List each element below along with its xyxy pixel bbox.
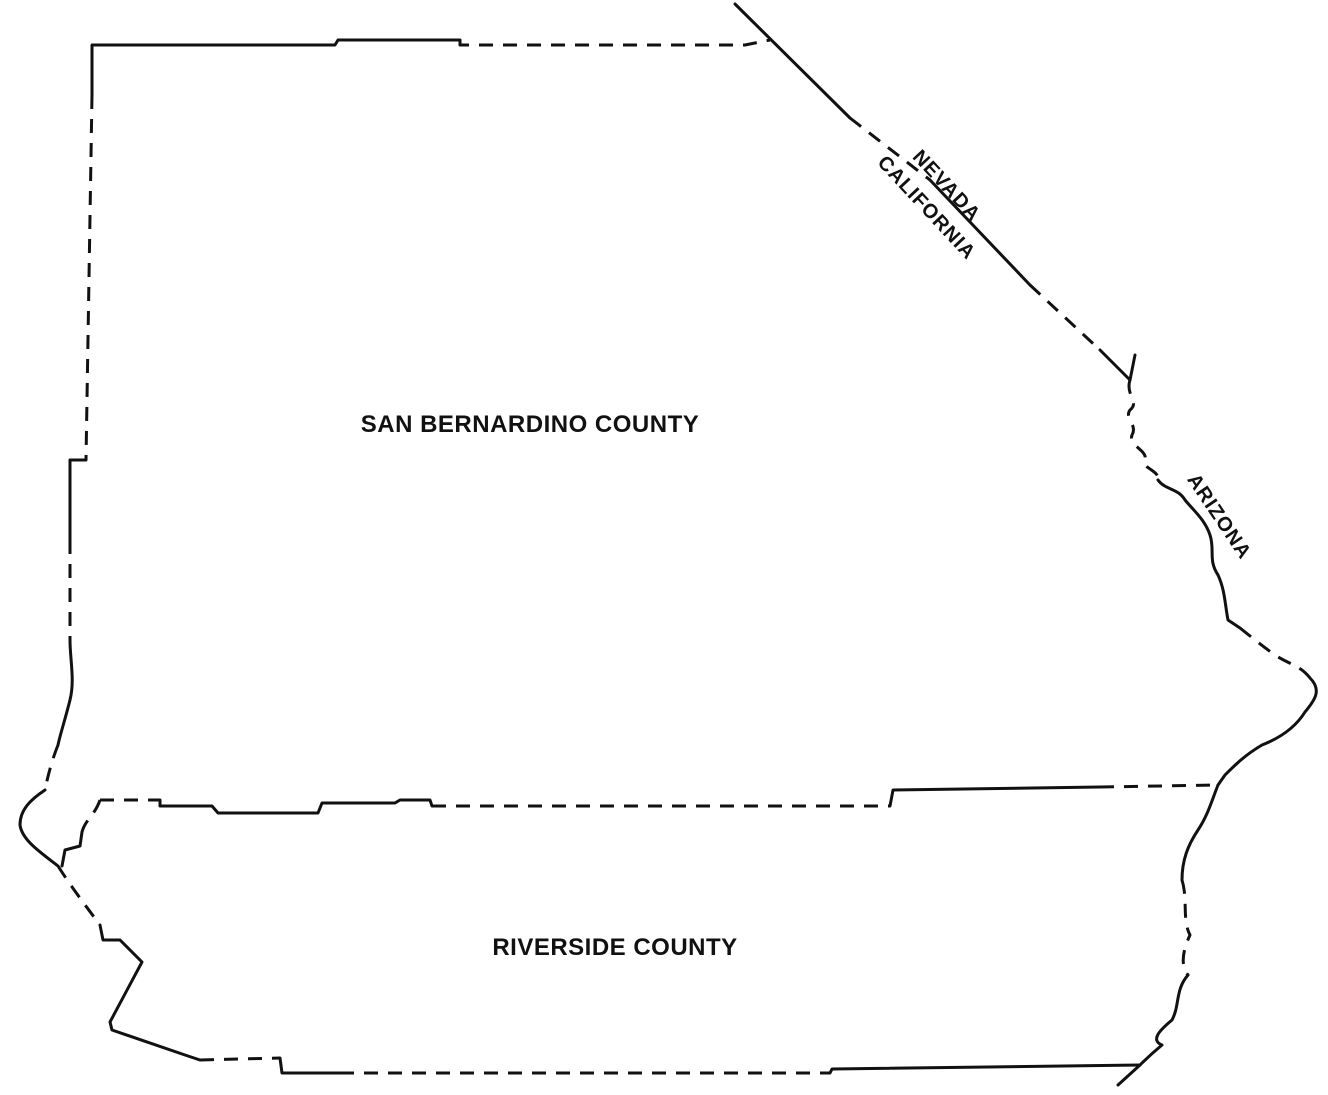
arizona-border-upper: [1127, 379, 1160, 481]
nevada-border-upper: [733, 2, 852, 120]
divider-east: [1099, 783, 1219, 789]
sb-top-boundary-west: [90, 38, 462, 97]
riverside-county-label: RIVERSIDE COUNTY: [492, 934, 737, 961]
riverside-boundary: [56, 783, 1220, 1087]
rv-east-river-upper: [1180, 783, 1220, 882]
rv-south-boundary-east: [828, 1063, 1142, 1075]
nevada-border-mid: [849, 116, 931, 182]
rv-northwest-corner: [80, 799, 102, 833]
rv-west-lower: [98, 923, 202, 1062]
rv-south-boundary-west: [199, 1056, 281, 1062]
divider-step: [888, 785, 1102, 808]
san-bernardino-boundary: [18, 2, 1318, 868]
nevada-border-lower: [928, 178, 1032, 287]
county-divider: [100, 783, 1219, 815]
nevada-border-end: [1098, 348, 1137, 382]
sb-west-boundary-curve: [43, 744, 60, 791]
rv-east-river-lower: [1138, 973, 1190, 1067]
rv-west-step: [60, 830, 84, 868]
divider-segment-1: [158, 798, 434, 815]
arizona-border-lower: [1239, 626, 1312, 679]
arizona-label: ARIZONA: [1182, 470, 1255, 564]
sb-top-boundary-east: [458, 38, 771, 47]
nevada-border-dashed: [1028, 283, 1102, 352]
rv-west-diagonal: [56, 865, 102, 926]
arizona-border-mid: [1156, 478, 1242, 630]
sb-west-boundary-upper: [84, 94, 94, 461]
sb-west-step: [68, 458, 88, 542]
rv-southeast-tail: [1116, 1063, 1142, 1087]
rv-south-step: [278, 1056, 342, 1075]
rv-east-river-mid: [1180, 879, 1192, 976]
arizona-border-bend: [1216, 676, 1318, 787]
san-bernardino-county-label: SAN BERNARDINO COUNTY: [361, 411, 700, 438]
sb-west-boundary-lower: [56, 638, 74, 747]
sb-west-boundary-bottom: [18, 788, 60, 868]
